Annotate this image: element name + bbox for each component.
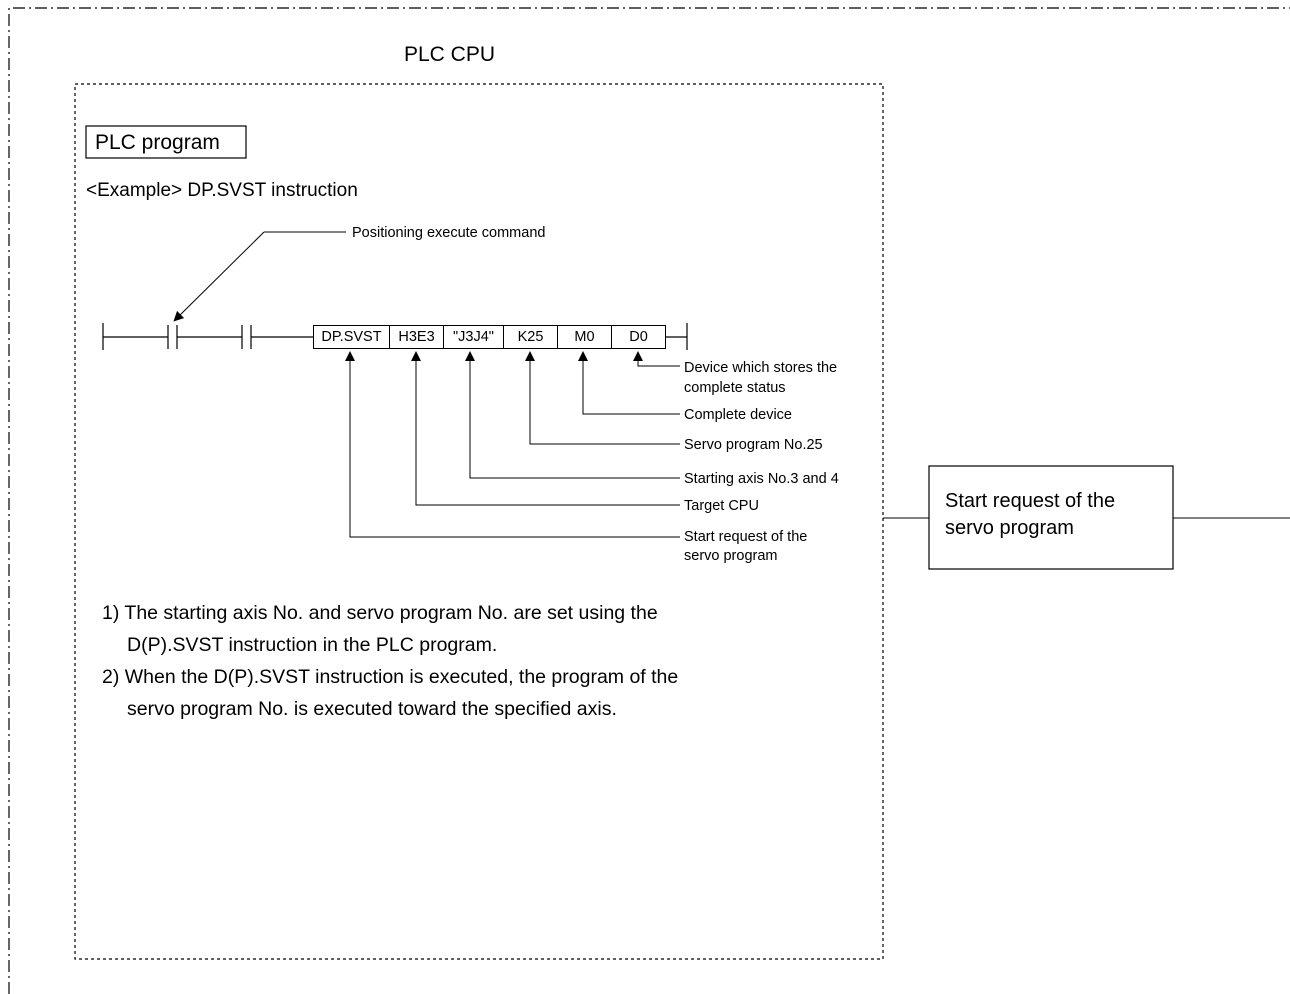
callout-complete-device: Complete device bbox=[684, 407, 792, 423]
callout-status-line1: Device which stores the bbox=[684, 360, 838, 376]
leader-status-device bbox=[633, 351, 680, 367]
ladder-rung bbox=[102, 323, 688, 350]
callout-target-cpu: Target CPU bbox=[684, 498, 759, 514]
example-caption: <Example> DP.SVST instruction bbox=[86, 180, 358, 201]
side-box-line2: servo program bbox=[945, 517, 1074, 539]
leader-servo-program bbox=[525, 351, 680, 445]
note-1-line2: D(P).SVST instruction in the PLC program… bbox=[127, 634, 498, 656]
leader-starting-axis bbox=[465, 351, 680, 479]
side-box-line1: Start request of the bbox=[945, 490, 1116, 512]
operand-complete-device: M0 bbox=[557, 325, 612, 349]
operand-status-device: D0 bbox=[611, 325, 666, 349]
operand-program-no: K25 bbox=[503, 325, 558, 349]
operand-axes: "J3J4" bbox=[443, 325, 504, 349]
contact-callout-arrow bbox=[173, 231, 265, 322]
leader-target-cpu bbox=[411, 351, 680, 506]
callout-start-request-line1: Start request of the bbox=[684, 529, 808, 545]
note-1-line1: 1) The starting axis No. and servo progr… bbox=[102, 602, 658, 624]
note-2-line1: 2) When the D(P).SVST instruction is exe… bbox=[102, 666, 679, 688]
operand-target-cpu: H3E3 bbox=[389, 325, 444, 349]
leader-complete-device bbox=[578, 351, 680, 415]
leader-start-request bbox=[345, 351, 680, 538]
callout-status-line2: complete status bbox=[684, 380, 786, 396]
outer-frame bbox=[8, 7, 1290, 994]
plc-program-box bbox=[85, 125, 247, 159]
instruction-op: DP.SVST bbox=[313, 325, 390, 349]
contact-callout-label: Positioning execute command bbox=[352, 225, 546, 241]
plc-program-label: PLC program bbox=[95, 131, 220, 154]
plc-cpu-box bbox=[74, 83, 884, 960]
callout-start-request-line2: servo program bbox=[684, 548, 778, 564]
plc-cpu-title: PLC CPU bbox=[404, 43, 496, 66]
note-2-line2: servo program No. is executed toward the… bbox=[127, 698, 617, 720]
callout-servo-program: Servo program No.25 bbox=[684, 437, 823, 453]
callout-starting-axis: Starting axis No.3 and 4 bbox=[684, 471, 839, 487]
